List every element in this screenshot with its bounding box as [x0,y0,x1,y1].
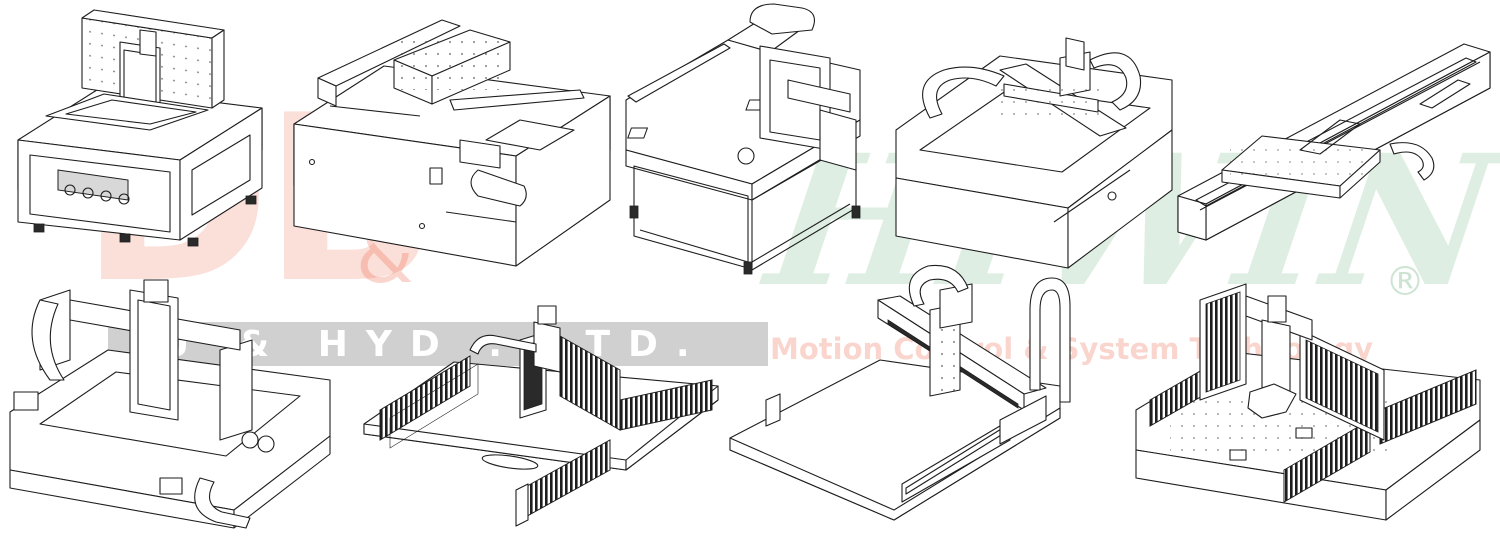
machine-z-axis-gantry-cable-chain [9,279,331,529]
machine-xy-table-base [293,19,611,267]
machine-gantry-frame-stage [17,9,263,247]
machine-linear-motor-gantry [363,305,719,527]
machine-heatsink-gantry-platform [1135,283,1481,521]
registered-mark: ® [1385,259,1425,305]
machine-single-bridge-gantry [729,264,1071,521]
machine-long-linear-stage [1177,43,1491,241]
machine-open-frame-gantry-table [625,3,861,275]
machine-tray-gantry-cable-chain [895,37,1173,269]
